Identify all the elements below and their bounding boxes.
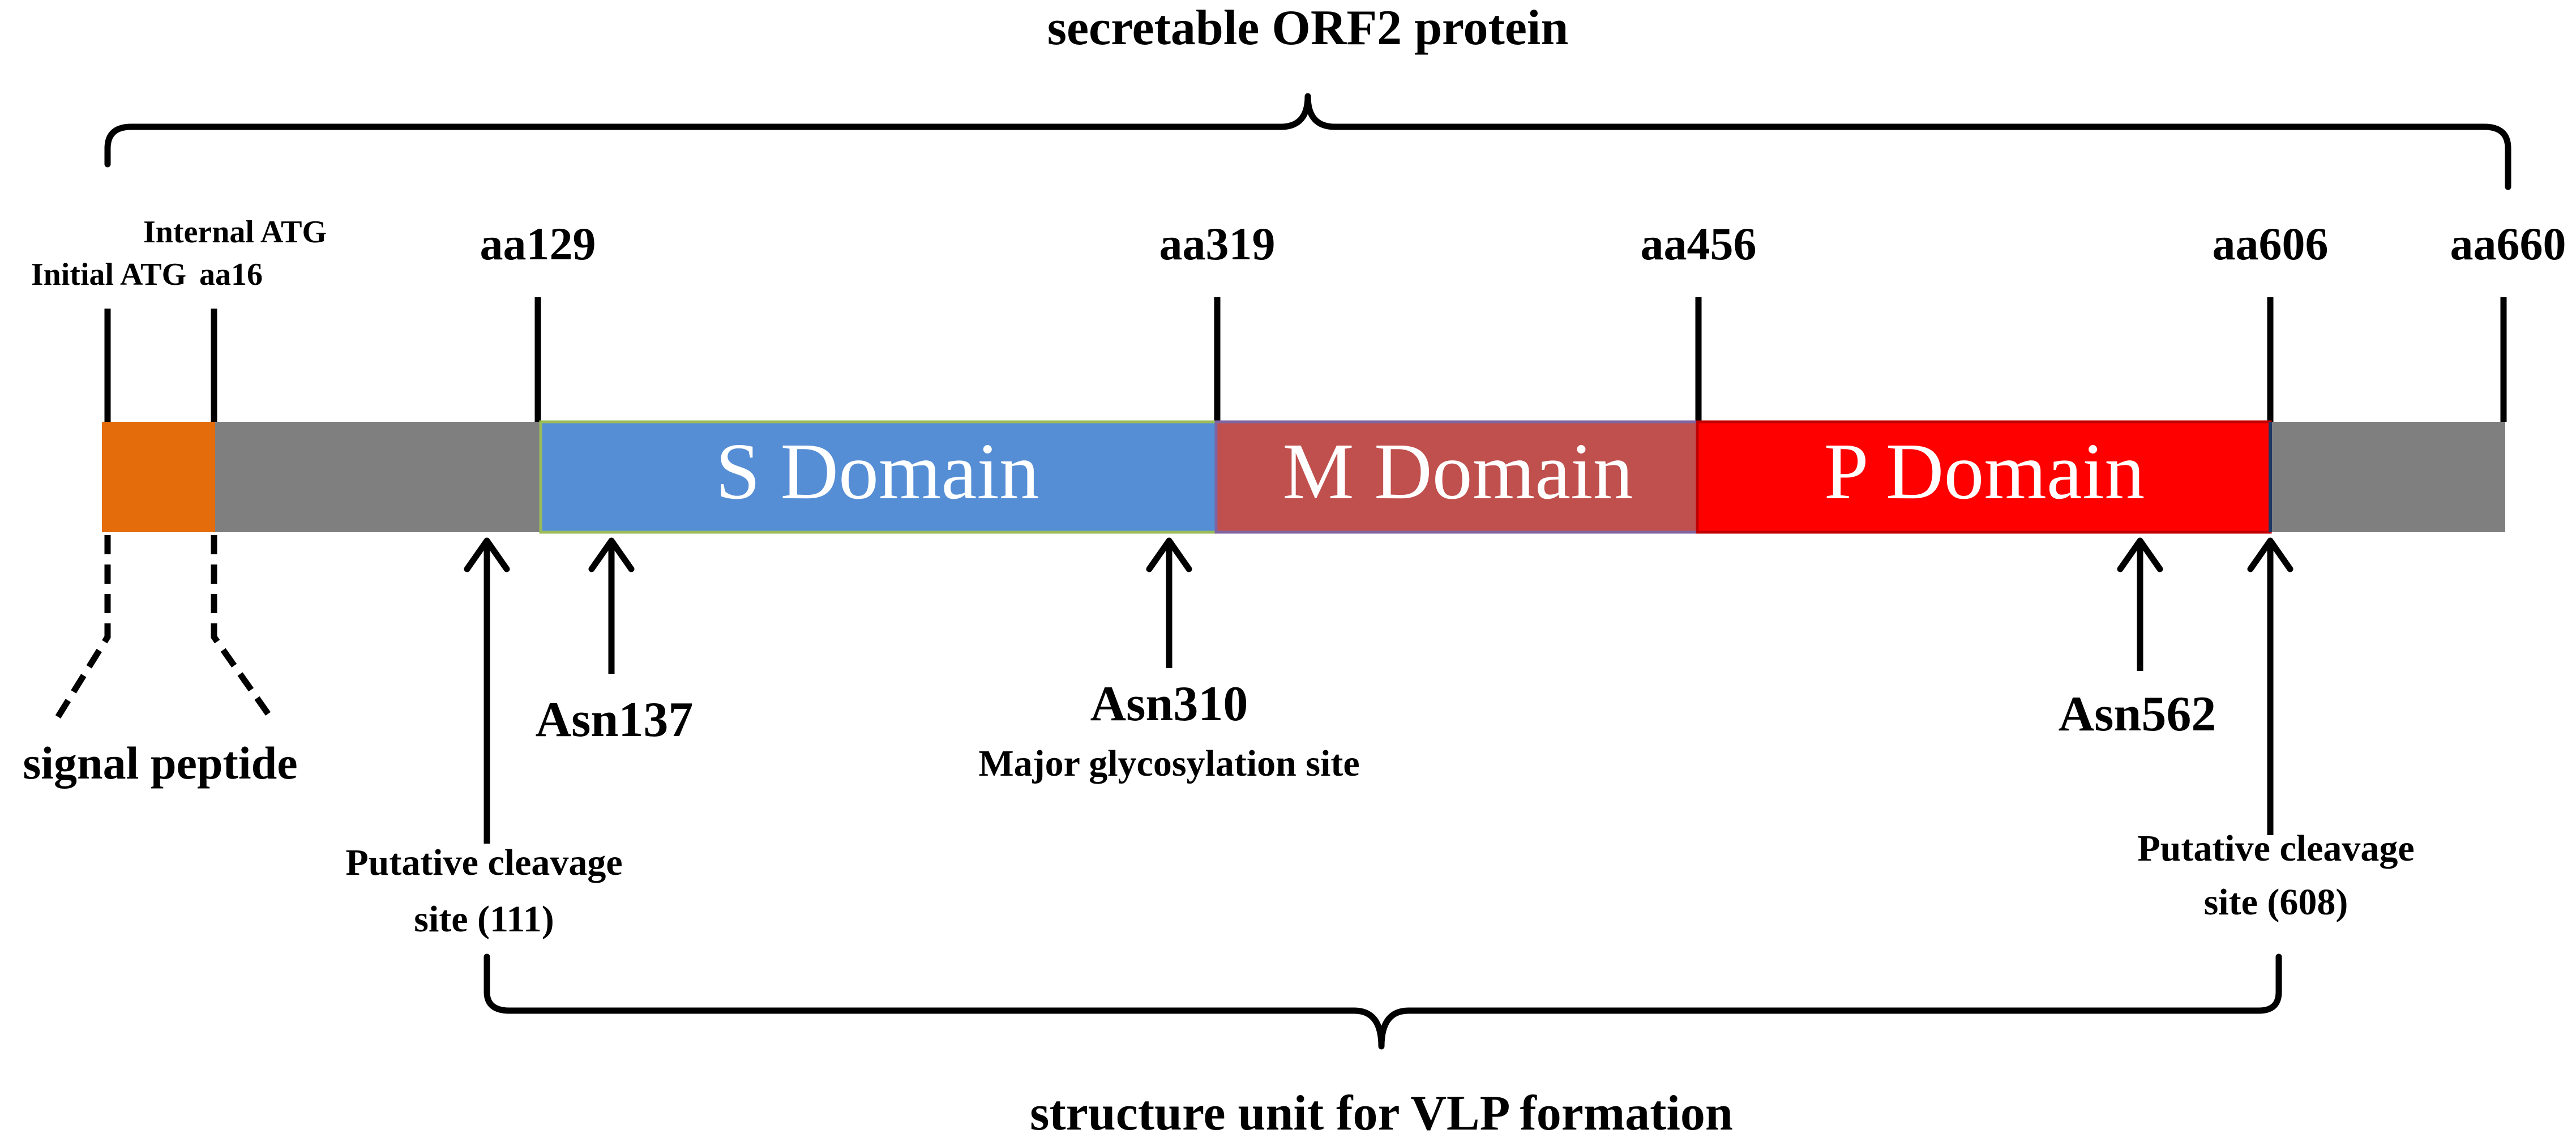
- segment-m-domain: [1214, 420, 1699, 534]
- label-aa16: aa16: [199, 257, 263, 292]
- s-domain-label: S Domain: [716, 426, 1039, 516]
- title-secretable-orf2: secretable ORF2 protein: [1047, 1, 1569, 55]
- segment-signal: [102, 422, 215, 532]
- m-domain-label: M Domain: [1282, 426, 1633, 516]
- label-aa456: aa456: [1641, 218, 1757, 270]
- bottom-brace: [483, 953, 2282, 1050]
- label-cleavage-111-line1: Putative cleavage: [345, 842, 622, 883]
- label-aa606: aa606: [2213, 218, 2329, 270]
- label-cleavage-111-line2: site (111): [414, 899, 554, 940]
- label-initial-atg: Initial ATG: [31, 257, 186, 292]
- segment-s-domain: [539, 420, 1218, 534]
- top-brace: [104, 93, 2511, 190]
- label-signal-peptide: signal peptide: [23, 737, 297, 789]
- p-domain-label: P Domain: [1824, 426, 2145, 516]
- label-major-glycosylation: Major glycosylation site: [978, 743, 1359, 784]
- label-cleavage-608-line1: Putative cleavage: [2137, 828, 2414, 869]
- segment-p-domain: [1696, 420, 2272, 534]
- segment-gray-c: [2270, 422, 2505, 532]
- label-aa660: aa660: [2450, 218, 2566, 270]
- label-asn562: Asn562: [2059, 687, 2216, 742]
- label-aa319: aa319: [1159, 218, 1276, 270]
- label-cleavage-608-line2: site (608): [2204, 882, 2348, 923]
- title-vlp-formation: structure unit for VLP formation: [1030, 1086, 1733, 1141]
- label-asn137: Asn137: [536, 692, 694, 747]
- label-internal-atg: Internal ATG: [143, 215, 327, 250]
- arrowhead-cleavage-608: [2247, 537, 2293, 572]
- label-aa129: aa129: [480, 218, 596, 270]
- arrowhead-asn137: [588, 537, 635, 572]
- label-asn310: Asn310: [1090, 677, 1248, 732]
- signal-peptide-leader-left: [54, 535, 111, 721]
- arrowhead-asn310: [1146, 537, 1192, 572]
- segment-gray-n: [215, 422, 541, 532]
- arrowhead-cleavage-111: [464, 537, 510, 572]
- signal-peptide-leader-right: [211, 535, 275, 721]
- arrowhead-asn562: [2117, 537, 2163, 572]
